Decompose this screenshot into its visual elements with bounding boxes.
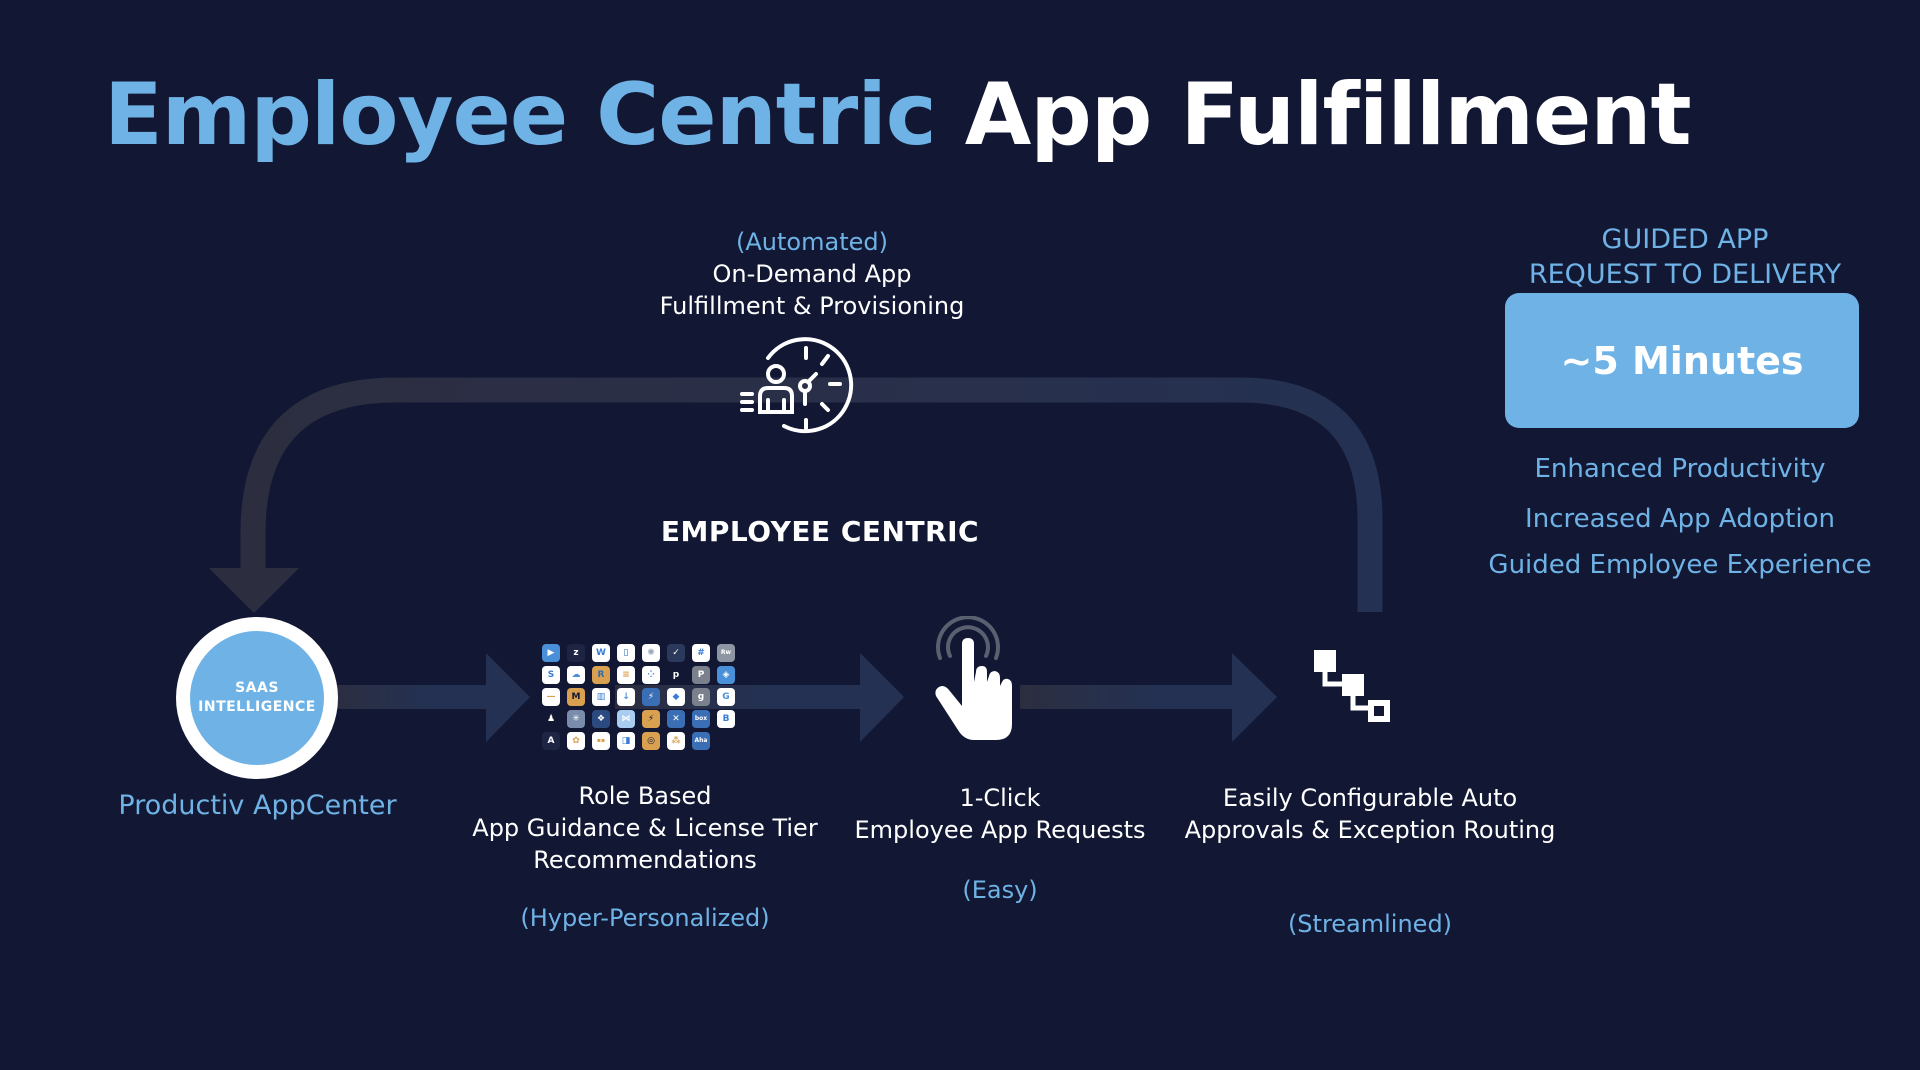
step3-line2: Approvals & Exception Routing xyxy=(1184,816,1556,844)
app-logo-icon: ⁂ xyxy=(667,732,685,750)
workflow-icon xyxy=(1310,648,1396,730)
app-logo-icon: ◆ xyxy=(667,688,685,706)
app-logo-icon: ☁ xyxy=(567,666,585,684)
app-logo-icon: # xyxy=(692,644,710,662)
benefit-experience: Guided Employee Experience xyxy=(1488,550,1872,580)
app-logo-icon: B xyxy=(717,710,735,728)
app-logo-icon: ▪▪ xyxy=(592,732,610,750)
step-one-click-label: 1-Click Employee App Requests xyxy=(840,782,1160,846)
app-logo-icon: S xyxy=(542,666,560,684)
step1-line1: Role Based xyxy=(578,782,712,810)
automated-step-label: (Automated) On-Demand App Fulfillment & … xyxy=(612,226,1012,322)
person-clock-icon xyxy=(736,336,856,436)
app-logo-icon: p xyxy=(667,666,685,684)
app-logo-icon: Aha xyxy=(692,732,710,750)
app-logo-icon: ◎ xyxy=(642,732,660,750)
flow-arrow-1 xyxy=(330,653,530,742)
step3-accent: (Streamlined) xyxy=(1287,910,1453,938)
automated-line1: On-Demand App xyxy=(712,260,912,288)
app-logo-icon: ⚡ xyxy=(642,688,660,706)
app-logo-icon: ⁘ xyxy=(642,666,660,684)
guided-delivery-title: GUIDED APP REQUEST TO DELIVERY xyxy=(1495,222,1875,292)
app-logo-icon: W xyxy=(592,644,610,662)
app-logo-icon: M xyxy=(567,688,585,706)
app-logo-icon: P xyxy=(692,666,710,684)
app-logo-icon: ❖ xyxy=(592,710,610,728)
app-logo-icon: G xyxy=(717,688,735,706)
step2-line2: Employee App Requests xyxy=(854,816,1146,844)
app-logo-icon: ✺ xyxy=(642,644,660,662)
app-logo-icon: ✿ xyxy=(567,732,585,750)
appcenter-label: Productiv AppCenter xyxy=(118,790,397,821)
app-logo-icon: box xyxy=(692,710,710,728)
app-logo-icon: Rw xyxy=(717,644,735,662)
saas-line1: SAAS xyxy=(235,680,279,696)
app-logo-icon: ▶ xyxy=(542,644,560,662)
app-logo-icon: ◈ xyxy=(717,666,735,684)
app-logo-icon: ↓ xyxy=(617,688,635,706)
saas-line2: INTELLIGENCE xyxy=(198,699,316,715)
page-title: Employee Centric App Fulfillment xyxy=(104,72,1692,158)
app-logo-icon: ✕ xyxy=(667,710,685,728)
app-logo-icon: — xyxy=(542,688,560,706)
guided-title-line1: GUIDED APP xyxy=(1601,224,1769,255)
app-logo-icon: ≡ xyxy=(617,666,635,684)
app-logo-icon: ♟ xyxy=(542,710,560,728)
app-logo-icon: ✳ xyxy=(567,710,585,728)
step1-line3: Recommendations xyxy=(533,846,757,874)
app-logo-icon: ✓ xyxy=(667,644,685,662)
employee-centric-label: EMPLOYEE CENTRIC xyxy=(660,515,980,548)
app-logo-icon: R xyxy=(592,666,610,684)
feedback-loop-arrow xyxy=(209,377,1383,613)
step1-accent: (Hyper-Personalized) xyxy=(520,904,770,932)
hand-tap-icon xyxy=(930,615,1022,744)
app-logo-icon: ⚡ xyxy=(642,710,660,728)
benefit-adoption: Increased App Adoption xyxy=(1525,504,1835,534)
step1-line2: App Guidance & License Tier xyxy=(472,814,818,842)
saas-intelligence-circle: SAAS INTELLIGENCE xyxy=(176,617,338,779)
automated-accent: (Automated) xyxy=(736,228,888,256)
app-logo-icon: ▯ xyxy=(617,644,635,662)
app-logo-icon: ◨ xyxy=(617,732,635,750)
app-logo-icon: z xyxy=(567,644,585,662)
benefit-productivity: Enhanced Productivity xyxy=(1534,454,1826,484)
automated-line2: Fulfillment & Provisioning xyxy=(659,292,965,320)
step-auto-approvals-label: Easily Configurable Auto Approvals & Exc… xyxy=(1180,782,1560,846)
app-logo-icon: g xyxy=(692,688,710,706)
app-logo-icon: A xyxy=(542,732,560,750)
title-blue-part: Employee Centric xyxy=(104,65,937,165)
step2-line1: 1-Click xyxy=(959,784,1041,812)
guided-title-line2: REQUEST TO DELIVERY xyxy=(1528,259,1842,290)
app-logo-icon: ⋈ xyxy=(617,710,635,728)
title-white-part: App Fulfillment xyxy=(964,65,1692,165)
delivery-time-badge: ~5 Minutes xyxy=(1505,293,1859,428)
step-role-based-label: Role Based App Guidance & License Tier R… xyxy=(460,780,830,876)
step3-line1: Easily Configurable Auto xyxy=(1222,784,1518,812)
flow-arrow-3 xyxy=(1020,653,1277,742)
step2-accent: (Easy) xyxy=(962,876,1038,904)
saas-intelligence-inner: SAAS INTELLIGENCE xyxy=(190,631,324,765)
app-logo-icon: ▥ xyxy=(592,688,610,706)
